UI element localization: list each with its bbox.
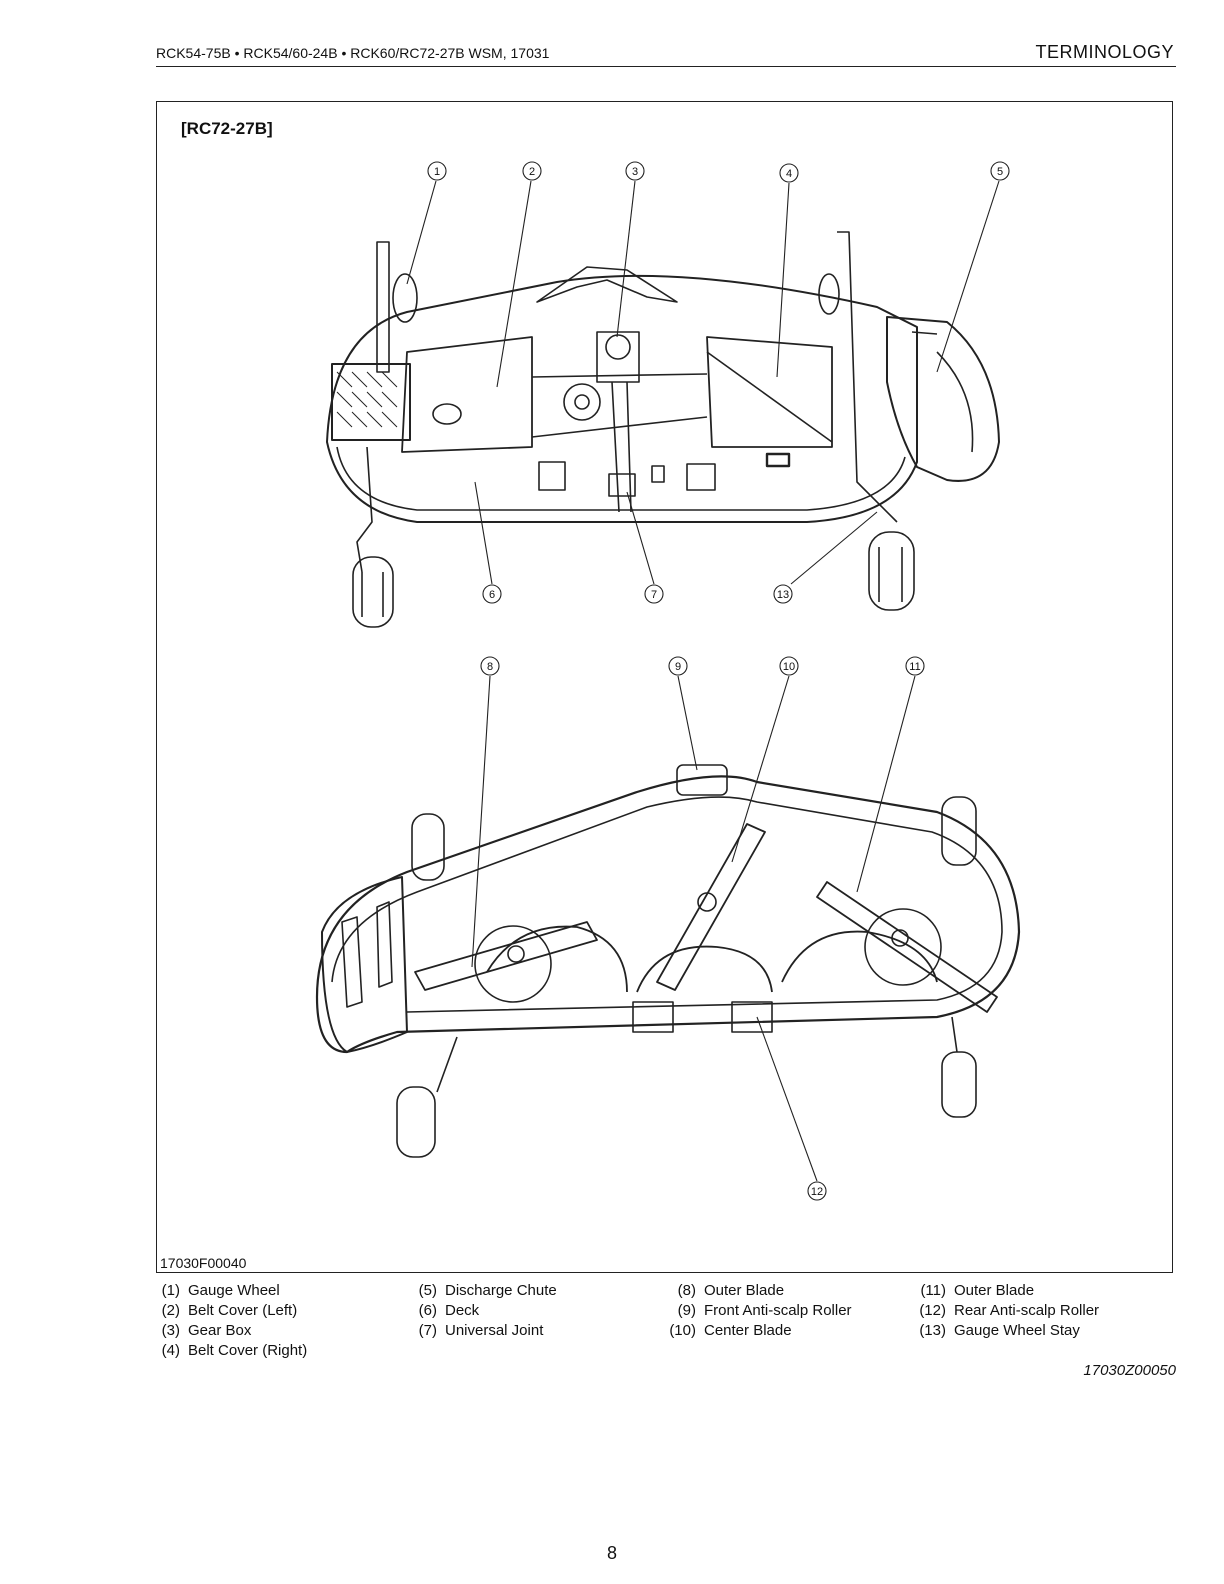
svg-text:6: 6 <box>489 589 495 601</box>
deck-top-view <box>326 231 1000 628</box>
callout-10: 10 <box>779 656 799 676</box>
legend-column-2: (5)Discharge Chute (6)Deck (7)Universal … <box>403 1281 557 1341</box>
deck-bottom-view <box>315 764 1021 1158</box>
legend-item: (6)Deck <box>418 1302 480 1319</box>
figure-frame <box>156 101 1173 1273</box>
svg-text:10: 10 <box>783 661 795 673</box>
callout-3: 3 <box>625 161 645 181</box>
legend-item: (1)Gauge Wheel <box>161 1282 280 1299</box>
legend-item: (10)Center Blade <box>669 1322 792 1339</box>
legend-column-3: (8)Outer Blade (9)Front Anti-scalp Rolle… <box>662 1281 852 1341</box>
legend-item: (7)Universal Joint <box>418 1322 544 1339</box>
legend-item: (3)Gear Box <box>161 1322 252 1339</box>
svg-text:7: 7 <box>651 589 657 601</box>
callout-11: 11 <box>905 656 925 676</box>
figure-code: 17030F00040 <box>160 1255 247 1271</box>
callout-13: 13 <box>773 584 793 604</box>
legend-column-4: (11)Outer Blade (12)Rear Anti-scalp Roll… <box>912 1281 1099 1341</box>
page-number: 8 <box>606 1543 617 1563</box>
callout-4: 4 <box>779 163 799 183</box>
legend-item: (8)Outer Blade <box>677 1282 785 1299</box>
callout-12: 12 <box>807 1181 827 1201</box>
svg-text:11: 11 <box>909 661 920 673</box>
svg-text:9: 9 <box>675 661 681 673</box>
svg-text:5: 5 <box>997 166 1003 178</box>
legend-column-1: (1)Gauge Wheel (2)Belt Cover (Left) (3)G… <box>146 1281 308 1361</box>
svg-text:3: 3 <box>632 166 638 178</box>
callout-8: 8 <box>480 656 500 676</box>
svg-text:1: 1 <box>434 166 440 178</box>
callout-1: 1 <box>427 161 447 181</box>
svg-text:13: 13 <box>777 589 789 601</box>
header-document-title: RCK54-75B • RCK54/60-24B • RCK60/RC72-27… <box>156 45 550 61</box>
callout-5: 5 <box>990 161 1010 181</box>
model-label: [RC72-27B] <box>181 119 273 138</box>
svg-text:12: 12 <box>811 1186 823 1198</box>
callout-2: 2 <box>522 161 542 181</box>
svg-text:8: 8 <box>487 661 493 673</box>
callout-9: 9 <box>668 656 688 676</box>
legend-item: (4)Belt Cover (Right) <box>161 1342 308 1359</box>
legend-item: (13)Gauge Wheel Stay <box>919 1322 1080 1339</box>
header-rule <box>156 66 1176 67</box>
svg-text:2: 2 <box>529 166 535 178</box>
reference-code: 17030Z00050 <box>1083 1362 1176 1379</box>
header-section-title: TERMINOLOGY <box>1035 42 1174 62</box>
callout-6: 6 <box>482 584 502 604</box>
legend-item: (9)Front Anti-scalp Roller <box>677 1302 852 1319</box>
legend-item: (12)Rear Anti-scalp Roller <box>919 1302 1100 1319</box>
callout-7: 7 <box>644 584 664 604</box>
svg-text:4: 4 <box>786 168 792 180</box>
legend-item: (5)Discharge Chute <box>418 1282 557 1299</box>
legend-item: (2)Belt Cover (Left) <box>161 1302 298 1319</box>
legend-item: (11)Outer Blade <box>920 1282 1035 1299</box>
mower-deck-illustration: 1 2 3 4 5 6 7 13 8 9 10 11 12 <box>315 161 1021 1201</box>
